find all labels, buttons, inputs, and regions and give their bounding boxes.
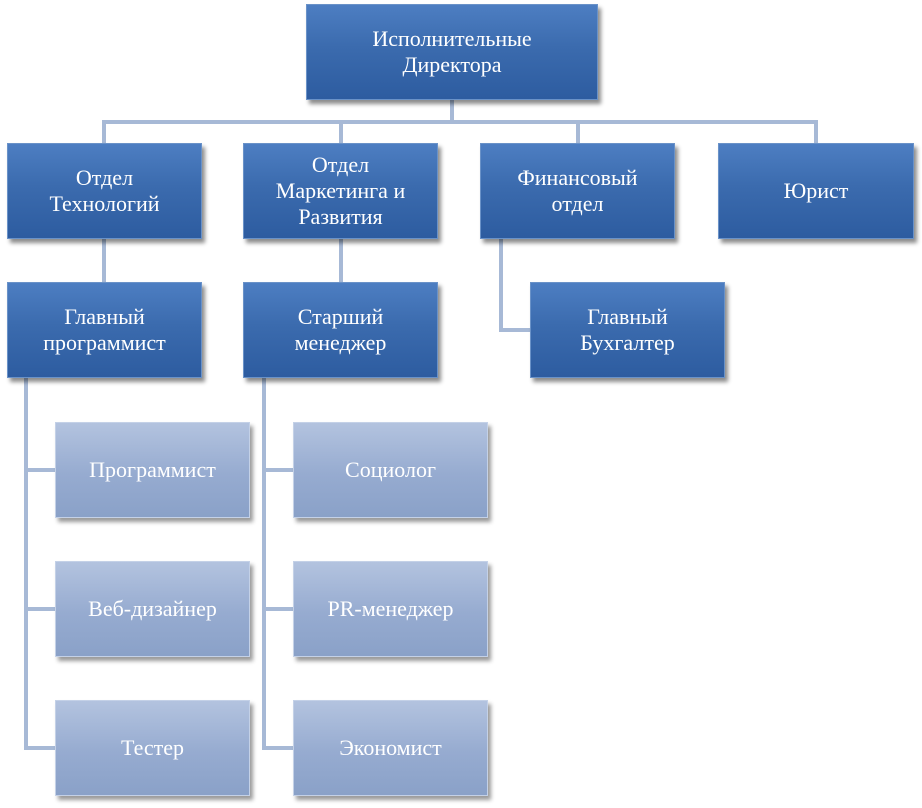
node-chief-programmer: Главный программист <box>7 282 202 378</box>
node-senior-manager: Старший менеджер <box>243 282 438 378</box>
node-programmer: Программист <box>55 422 250 518</box>
node-label: Финансовый отдел <box>517 165 638 216</box>
node-technology-dept: Отдел Технологий <box>7 143 202 239</box>
node-marketing-dept: Отдел Маркетинга и Развития <box>243 143 438 239</box>
node-label: Главный Бухгалтер <box>580 304 675 355</box>
node-chief-accountant: Главный Бухгалтер <box>530 282 725 378</box>
node-label: Исполнительные Директора <box>372 26 532 77</box>
node-label: Веб-дизайнер <box>88 596 217 621</box>
node-label: Тестер <box>120 735 185 760</box>
node-executive-directors: Исполнительные Директора <box>306 4 598 100</box>
node-pr-manager: PR-менеджер <box>293 561 488 657</box>
node-label: Юрист <box>783 178 849 203</box>
node-label: Главный программист <box>43 304 166 355</box>
node-label: PR-менеджер <box>327 596 454 621</box>
node-label: Социолог <box>345 457 436 482</box>
node-label: Старший менеджер <box>294 304 387 355</box>
node-lawyer: Юрист <box>718 143 914 239</box>
node-economist: Экономист <box>293 700 488 796</box>
node-web-designer: Веб-дизайнер <box>55 561 250 657</box>
node-label: Отдел Маркетинга и Развития <box>275 152 406 229</box>
node-label: Программист <box>89 457 216 482</box>
node-label: Экономист <box>339 735 442 760</box>
node-tester: Тестер <box>55 700 250 796</box>
node-label: Отдел Технологий <box>49 165 160 216</box>
node-sociologist: Социолог <box>293 422 488 518</box>
node-finance-dept: Финансовый отдел <box>480 143 675 239</box>
